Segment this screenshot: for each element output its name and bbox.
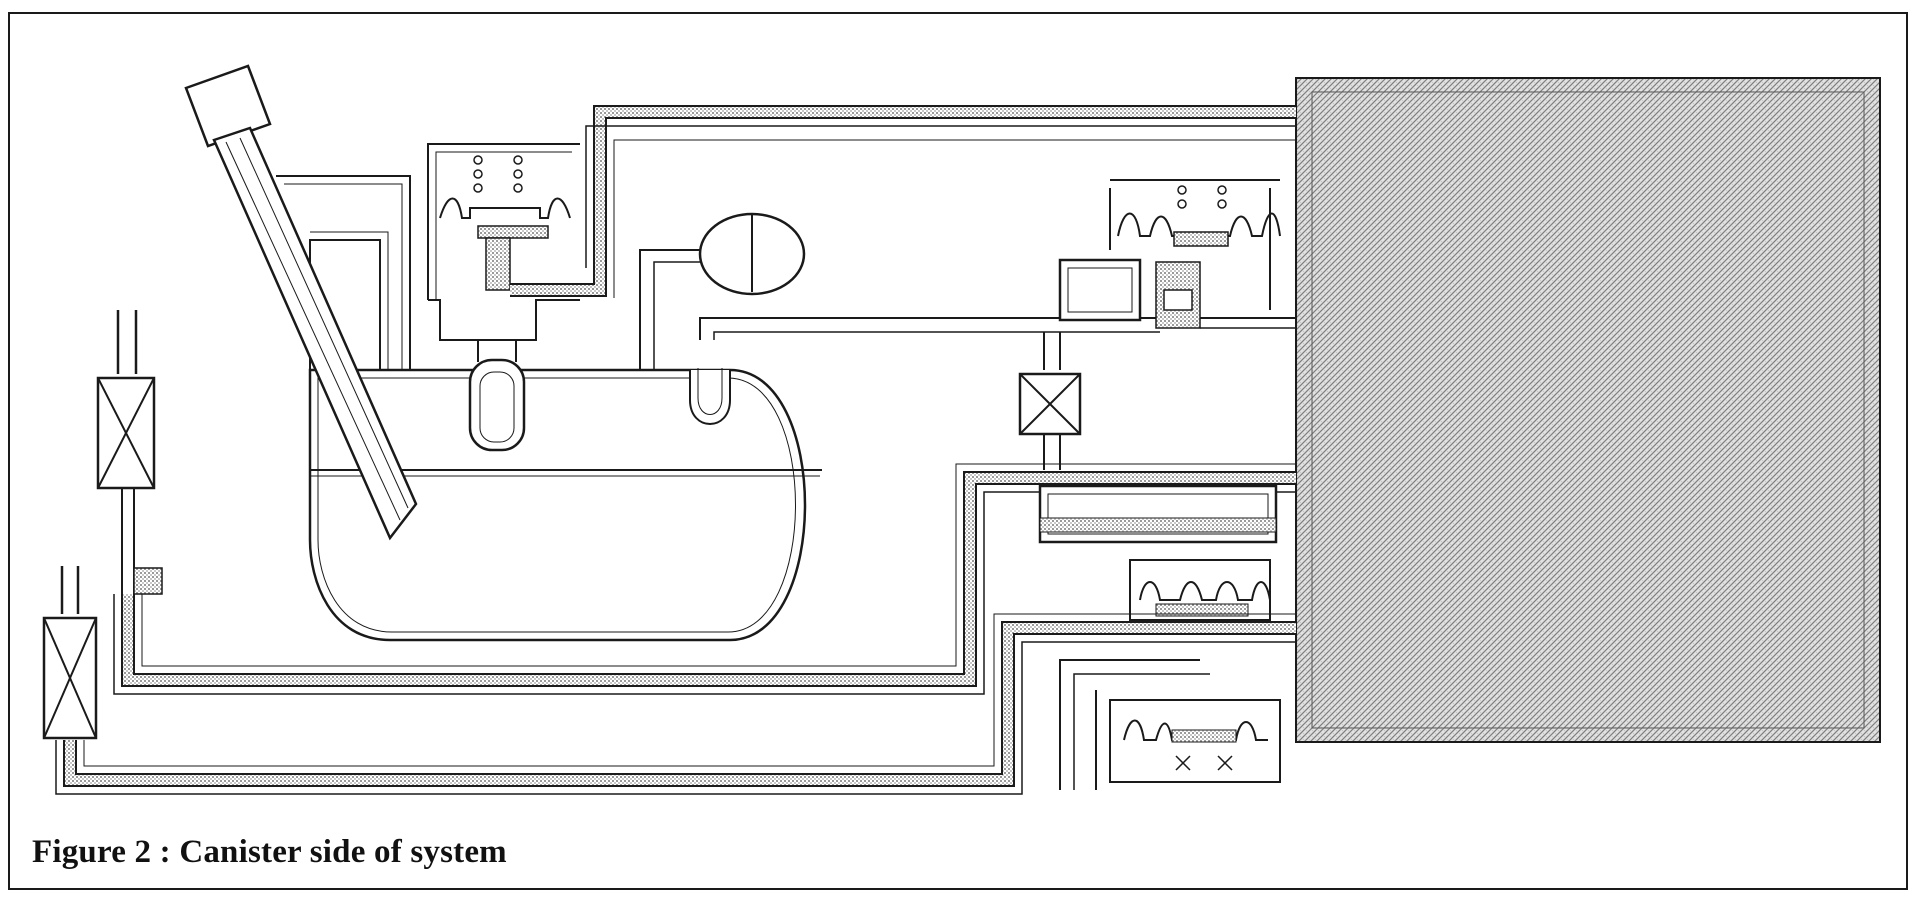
check-valve-left-upper: [96, 310, 163, 595]
fuel-tank: [276, 175, 822, 642]
figure-caption: Figure 2 : Canister side of system: [32, 834, 507, 870]
rollover-valve-left: [427, 143, 580, 452]
atmosphere-vent-pipe: [55, 613, 1296, 795]
canister-box-lower: [1038, 484, 1278, 621]
fill-pipe: [184, 64, 418, 541]
vent-valve-center: [639, 212, 1160, 425]
purge-valve-upper: [1058, 179, 1296, 329]
vapor-pipe-top: [510, 105, 1296, 298]
purge-valve-lower: [1059, 659, 1281, 790]
shutoff-valve-middle: [1018, 332, 1082, 470]
check-valve-left-lower: [42, 566, 98, 740]
canister-block: [1295, 77, 1881, 743]
